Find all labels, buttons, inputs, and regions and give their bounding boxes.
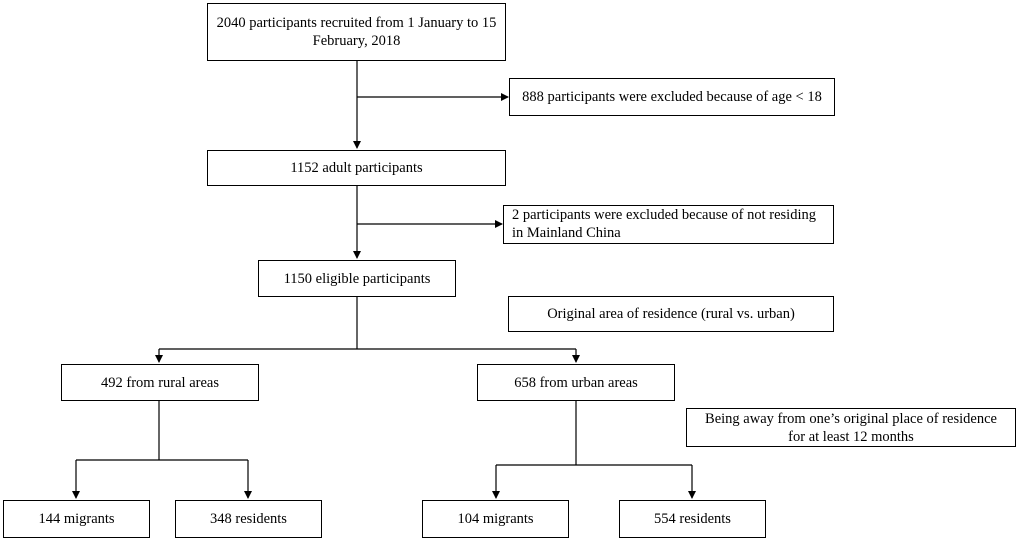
recruited-box: 2040 participants recruited from 1 Janua… xyxy=(207,3,506,61)
criterion-away-line-1: Being away from one’s original place of … xyxy=(705,410,997,427)
recruited-line-2: February, 2018 xyxy=(312,33,401,49)
recruited-line-1: 2040 participants recruited from 1 Janua… xyxy=(216,15,497,31)
eligible-participants-text: 1150 eligible participants xyxy=(283,270,431,287)
criterion-area-box: Original area of residence (rural vs. ur… xyxy=(508,296,834,332)
criterion-away-box: Being away from one’s original place of … xyxy=(686,408,1016,447)
urban-migrants-text: 104 migrants xyxy=(457,511,534,527)
urban-areas-text: 658 from urban areas xyxy=(514,374,638,391)
rural-migrants-text: 144 migrants xyxy=(38,511,115,527)
adult-participants-box: 1152 adult participants xyxy=(207,150,506,186)
rural-residents-box: 348 residents xyxy=(175,500,322,538)
rural-migrants-box: 144 migrants xyxy=(3,500,150,538)
excluded-age-box: 888 participants were excluded because o… xyxy=(509,78,835,116)
excluded-residence-line-2: in Mainland China xyxy=(512,225,621,241)
adult-participants-text: 1152 adult participants xyxy=(290,160,423,176)
urban-residents-box: 554 residents xyxy=(619,500,766,538)
urban-areas-box: 658 from urban areas xyxy=(477,364,675,401)
excluded-residence-box: 2 participants were excluded because of … xyxy=(503,205,834,244)
urban-migrants-box: 104 migrants xyxy=(422,500,569,538)
rural-residents-text: 348 residents xyxy=(210,511,287,527)
excluded-residence-line-1: 2 participants were excluded because of … xyxy=(512,207,816,223)
rural-areas-text: 492 from rural areas xyxy=(101,374,219,391)
criterion-away-line-2: for at least 12 months xyxy=(788,428,914,445)
excluded-age-text: 888 participants were excluded because o… xyxy=(522,89,822,105)
criterion-area-text: Original area of residence (rural vs. ur… xyxy=(547,306,795,322)
urban-residents-text: 554 residents xyxy=(654,511,731,527)
rural-areas-box: 492 from rural areas xyxy=(61,364,259,401)
eligible-participants-box: 1150 eligible participants xyxy=(258,260,456,297)
